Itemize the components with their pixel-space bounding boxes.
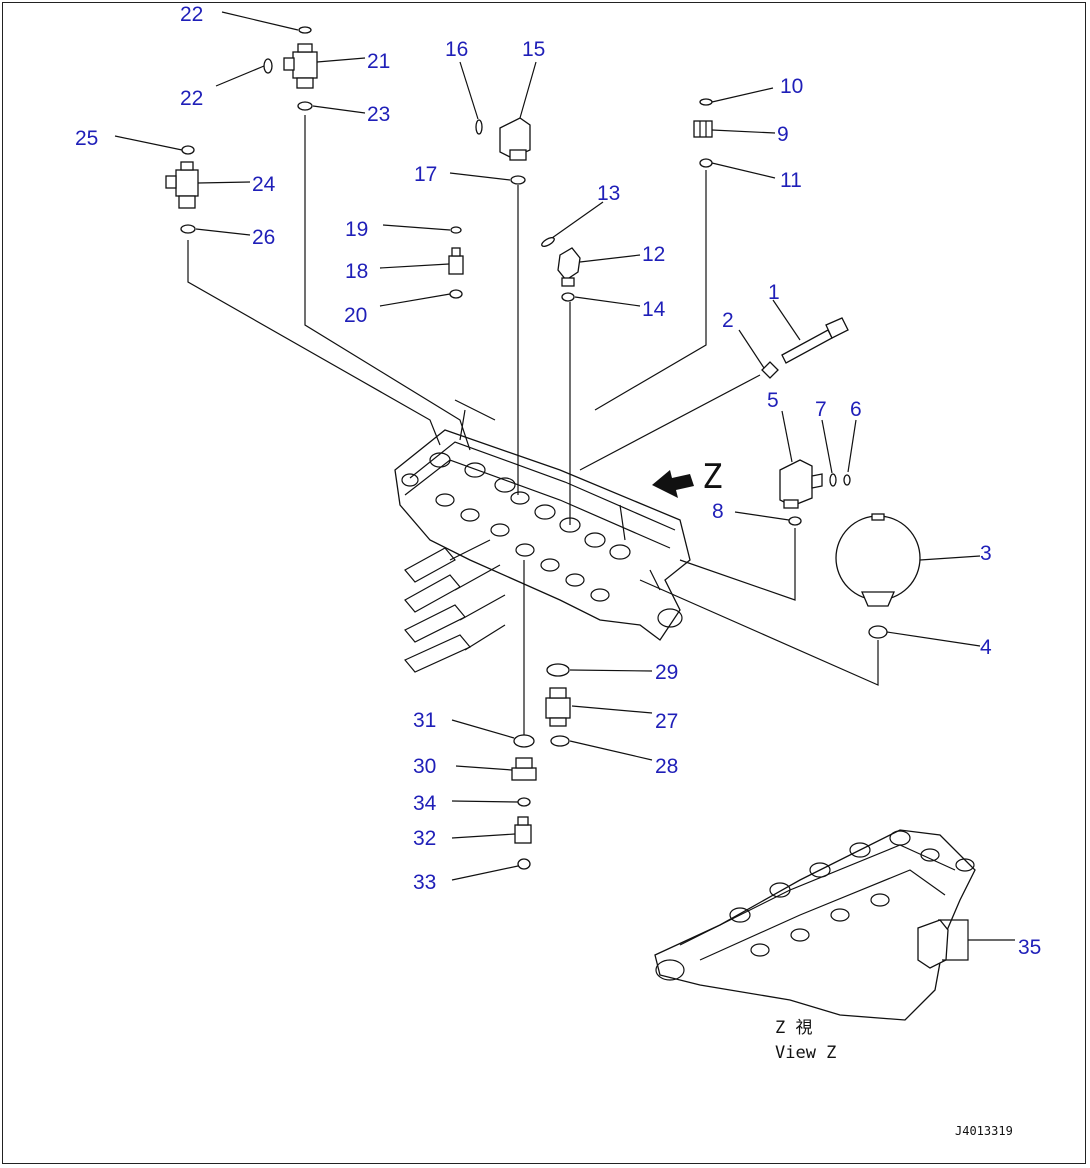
part-11-o-ring <box>699 158 713 168</box>
callout-2: 2 <box>722 309 734 332</box>
part-21-valve <box>283 43 318 89</box>
part-18-plug <box>448 247 464 275</box>
part-34-o-ring <box>517 797 531 807</box>
callout-24: 24 <box>252 173 276 196</box>
callout-27: 27 <box>655 710 678 733</box>
part-2-washer <box>761 361 779 379</box>
part-28-o-ring <box>550 735 570 747</box>
callout-3: 3 <box>980 542 992 565</box>
drawing-id: J4013319 <box>955 1124 1013 1138</box>
callout-16: 16 <box>445 38 468 61</box>
callout-33: 33 <box>413 871 436 894</box>
part-23-o-ring <box>297 101 313 111</box>
callout-35: 35 <box>1018 936 1041 959</box>
callout-26: 26 <box>252 226 275 249</box>
part-3-accumulator <box>835 513 921 607</box>
part-12-elbow <box>557 247 581 287</box>
callout-1: 1 <box>768 281 780 304</box>
part-26-o-ring <box>180 224 196 234</box>
callout-28: 28 <box>655 755 678 778</box>
part-29-o-ring <box>546 663 570 677</box>
part-15-elbow <box>499 117 531 161</box>
callout-31: 31 <box>413 709 436 732</box>
view-caption-jp: Z 視 <box>775 1018 812 1038</box>
control-valve-block <box>394 399 691 673</box>
part-32-plug <box>514 816 532 844</box>
part-30-plug <box>511 757 537 781</box>
callout-14: 14 <box>642 298 666 321</box>
callout-labels: 1 2 3 4 5 6 7 8 9 10 11 12 13 14 15 16 1… <box>75 3 1041 959</box>
callout-leaders <box>114 11 1015 941</box>
part-22-o-ring-top <box>298 26 312 34</box>
callout-25: 25 <box>75 127 98 150</box>
part-19-o-ring <box>450 226 462 234</box>
view-z-inset <box>654 829 976 1021</box>
callout-23: 23 <box>367 103 390 126</box>
part-25-o-ring <box>181 145 195 155</box>
part-31-o-ring <box>513 734 535 748</box>
part-20-o-ring <box>449 289 463 299</box>
part-13-o-ring <box>541 236 555 248</box>
part-22-o-ring-side <box>263 58 273 74</box>
callout-13: 13 <box>597 182 620 205</box>
part-14-o-ring <box>561 292 575 302</box>
part-8-o-ring <box>788 516 802 526</box>
callout-9: 9 <box>777 123 789 146</box>
part-24-valve <box>165 161 199 209</box>
part-7-o-ring <box>829 473 837 487</box>
part-9-union <box>693 120 713 138</box>
part-10-o-ring <box>699 98 713 106</box>
callout-7: 7 <box>815 398 827 421</box>
callout-18-19: 19 <box>345 218 368 241</box>
part-16-o-ring <box>475 119 483 135</box>
callout-34: 34 <box>413 792 437 815</box>
callout-12: 12 <box>642 243 665 266</box>
callout-32: 32 <box>413 827 436 850</box>
part-1-bolt <box>781 317 849 364</box>
assembly-leader-lines <box>187 115 879 740</box>
callout-15: 15 <box>522 38 545 61</box>
callout-5: 5 <box>767 389 779 412</box>
callout-10: 10 <box>780 75 803 98</box>
callout-8: 8 <box>712 500 724 523</box>
view-z-arrow: Z <box>652 457 722 498</box>
callout-22-side: 22 <box>180 87 203 110</box>
callout-18: 18 <box>345 260 368 283</box>
callout-11: 11 <box>780 169 802 192</box>
view-arrow-label: Z <box>702 457 722 497</box>
callout-29: 29 <box>655 661 678 684</box>
callout-4: 4 <box>980 636 992 659</box>
callout-22-top: 22 <box>180 3 203 26</box>
part-6-o-ring <box>843 474 851 486</box>
part-27-fitting <box>545 687 571 727</box>
view-caption-en: View Z <box>775 1043 836 1063</box>
part-17-o-ring <box>510 175 526 185</box>
part-4-o-ring <box>868 625 888 639</box>
callout-30: 30 <box>413 755 436 778</box>
part-33-o-ring <box>517 858 531 870</box>
callout-21: 21 <box>367 50 390 73</box>
part-5-valve <box>779 459 823 509</box>
callout-17: 17 <box>414 163 437 186</box>
callout-20: 20 <box>344 304 367 327</box>
callout-6: 6 <box>850 398 862 421</box>
